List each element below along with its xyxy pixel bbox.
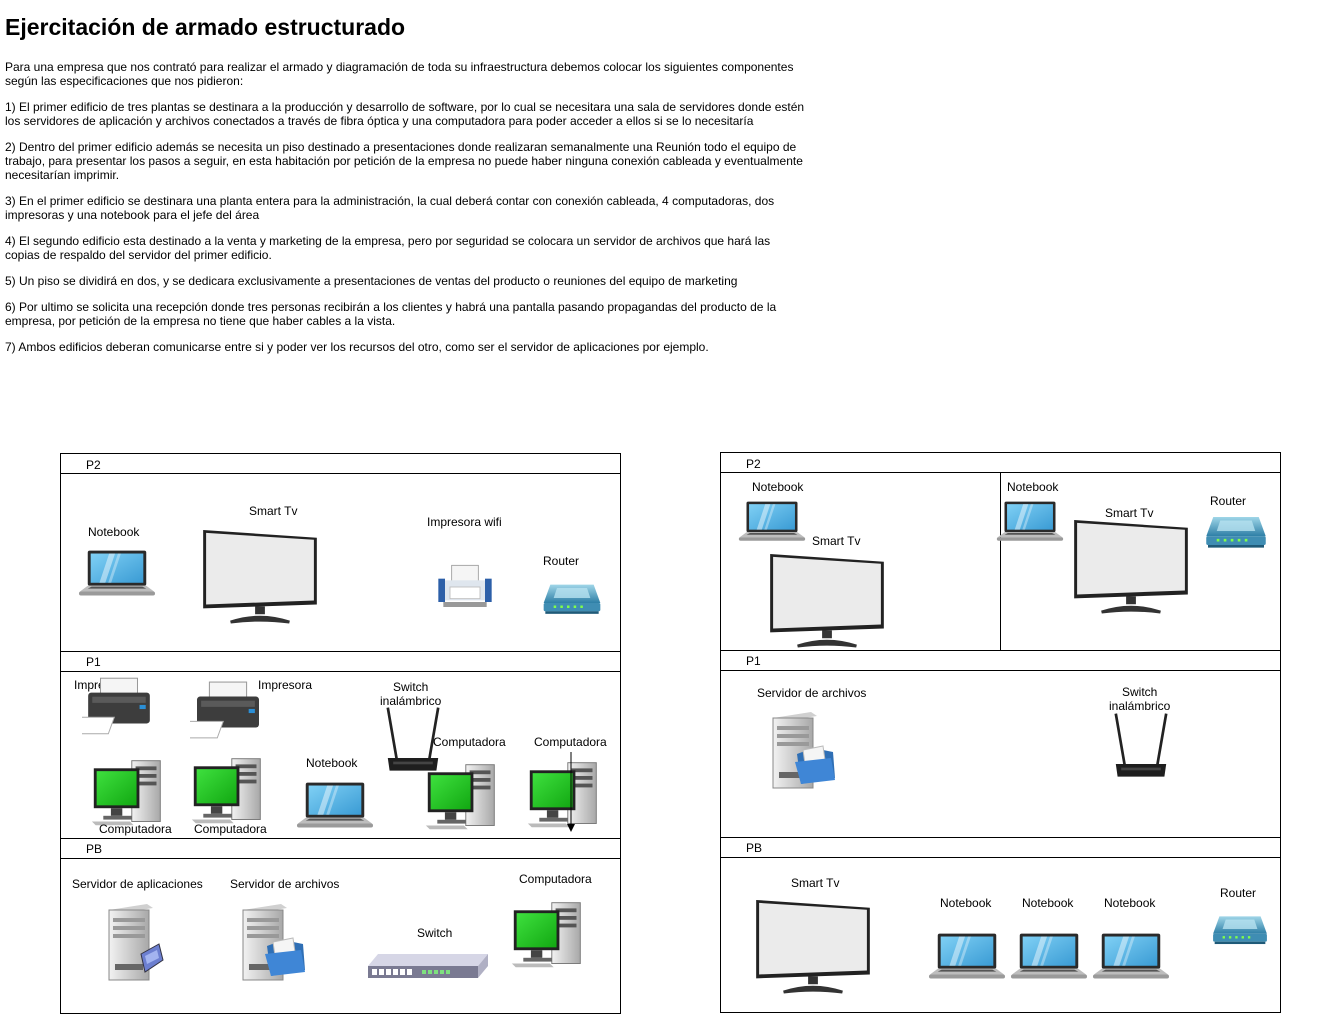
b2-pb-router-label: Router [1220,886,1257,900]
b1-pb-computer-label: Computadora [519,872,592,886]
requirement-3: 3) En el primer edificio se destinara un… [5,194,775,222]
laptop-icon[interactable] [1010,930,1088,984]
laptop-icon[interactable] [296,780,374,832]
requirement-6: 6) Por ultimo se solicita una recepción … [5,300,777,328]
smart-tv-icon[interactable] [200,528,320,626]
requirement-5: 5) Un piso se dividirá en dos, y se dedi… [5,274,738,288]
b1-pb-switch-label: Switch [417,926,453,940]
intro-paragraph: Para una empresa que nos contrató para r… [5,60,794,88]
building1-p2-floor[interactable] [60,473,621,652]
building1-p2-label: P2 [86,458,101,472]
b1-pb-fileserver-label: Servidor de archivos [230,877,340,891]
smart-tv-icon[interactable] [766,552,888,650]
requirement-2: 2) Dentro del primer edificio además se … [5,140,803,182]
b2-pb-notebook2-label: Notebook [1022,896,1074,910]
building2-pb-label: PB [746,841,763,855]
computer-icon[interactable] [526,760,602,830]
requirement-4: 4) El segundo edificio esta destinado a … [5,234,771,262]
b1-p2-router-label: Router [543,554,580,568]
building2-pb-header[interactable] [720,837,1281,858]
requirement-7: 7) Ambos edificios deberan comunicarse e… [5,340,709,354]
b2-pb-notebook3-label: Notebook [1104,896,1156,910]
file-server-icon[interactable] [234,902,308,982]
b1-p1-computer4-label: Computadora [534,735,607,749]
b2-p2-notebook1-label: Notebook [752,480,804,494]
laptop-icon[interactable] [738,498,806,546]
wireless-switch-icon[interactable] [1112,710,1170,782]
computer-icon[interactable] [424,762,500,832]
app-server-icon[interactable] [100,902,166,982]
building2-p2-label: P2 [746,457,761,471]
b1-pb-appserver-label: Servidor de aplicaciones [72,877,203,891]
b2-p2-smarttv1-label: Smart Tv [812,534,861,548]
requirement-1: 1) El primer edificio de tres plantas se… [5,100,805,128]
b1-p1-printer2-label: Impresora [258,678,313,692]
b2-p1-wswitch-label: Switch inalámbrico [1109,685,1171,713]
laptop-icon[interactable] [996,498,1064,546]
b1-p1-computer2-label: Computadora [194,822,267,836]
requirements-text: Para una empresa que nos contrató para r… [5,60,805,366]
smart-tv-icon[interactable] [1070,518,1192,616]
b2-p1-fileserver-label: Servidor de archivos [757,686,867,700]
laptop-icon[interactable] [1092,930,1170,984]
smart-tv-icon[interactable] [752,898,874,996]
router-icon[interactable] [1210,910,1270,948]
computer-icon[interactable] [190,756,266,826]
printer-icon[interactable] [190,680,266,742]
building1-pb-header[interactable] [60,838,621,859]
printer-icon[interactable] [82,676,156,738]
file-server-icon[interactable] [764,710,838,790]
b1-p2-smarttv-label: Smart Tv [249,504,298,518]
building2-p1-header[interactable] [720,650,1281,671]
b2-p2-smarttv2-label: Smart Tv [1105,506,1154,520]
building1-p2-header[interactable] [60,453,621,474]
computer-icon[interactable] [510,900,586,970]
building1-p1-label: P1 [86,655,101,669]
b1-p1-computer3-label: Computadora [433,735,506,749]
b1-p2-printer-label: Impresora wifi [427,515,502,529]
router-icon[interactable] [541,578,603,618]
b1-p1-computer1-label: Computadora [99,822,172,836]
b2-pb-smarttv-label: Smart Tv [791,876,840,890]
b2-p2-notebook2-label: Notebook [1007,480,1059,494]
switch-icon[interactable] [366,952,490,980]
b1-p1-wswitch-label: Switch inalámbrico [380,680,442,708]
connector-arrow[interactable] [566,752,576,832]
b1-p2-notebook-label: Notebook [88,525,140,539]
b1-p1-notebook-label: Notebook [306,756,358,770]
printer-icon[interactable] [429,562,501,612]
building2-p2-header[interactable] [720,452,1281,473]
laptop-icon[interactable] [928,930,1006,984]
building2-p1-label: P1 [746,654,761,668]
page-title: Ejercitación de armado estructurado [5,14,406,40]
building1-pb-label: PB [86,842,103,856]
b2-pb-notebook1-label: Notebook [940,896,992,910]
laptop-icon[interactable] [78,548,156,600]
router-icon[interactable] [1202,510,1270,552]
b2-p2-router-label: Router [1210,494,1247,508]
building1-p1-header[interactable] [60,651,621,672]
computer-icon[interactable] [90,758,166,828]
